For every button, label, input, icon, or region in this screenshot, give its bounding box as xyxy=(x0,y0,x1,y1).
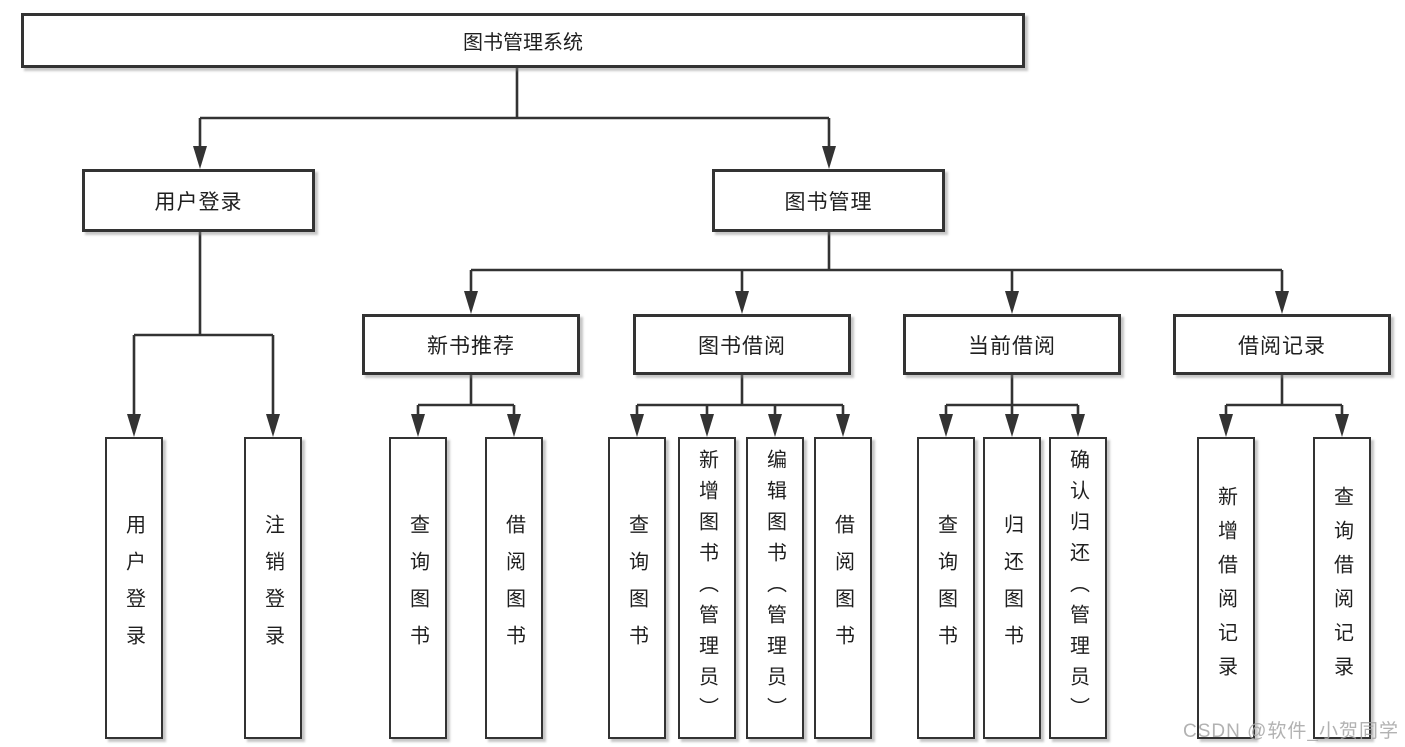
node-new-book-recommendation: 新书推荐 xyxy=(362,314,580,375)
node-label: 新增图书（管理员） xyxy=(695,448,718,728)
leaf-borrow-book-borrowing: 借阅图书 xyxy=(814,437,872,739)
node-user-login: 用户登录 xyxy=(82,169,315,232)
leaf-user-login: 用户登录 xyxy=(105,437,163,739)
node-label: 查询图书 xyxy=(406,514,429,662)
leaf-borrow-book-newrec: 借阅图书 xyxy=(485,437,543,739)
node-label: 当前借阅 xyxy=(968,334,1056,358)
leaf-return-book: 归还图书 xyxy=(983,437,1041,739)
node-label: 用户登录 xyxy=(122,514,145,662)
node-label: 查询图书 xyxy=(625,514,648,662)
leaf-add-book-admin: 新增图书（管理员） xyxy=(678,437,736,739)
node-label: 借阅图书 xyxy=(831,514,854,662)
node-label: 新书推荐 xyxy=(427,334,515,358)
node-label: 确认归还（管理员） xyxy=(1066,448,1089,728)
node-current-borrowing: 当前借阅 xyxy=(903,314,1121,375)
node-label: 借阅图书 xyxy=(502,514,525,662)
node-root-system: 图书管理系统 xyxy=(21,13,1025,68)
node-label: 借阅记录 xyxy=(1238,334,1326,358)
node-borrowing-records: 借阅记录 xyxy=(1173,314,1391,375)
node-label: 新增借阅记录 xyxy=(1214,486,1237,690)
leaf-add-borrow-record: 新增借阅记录 xyxy=(1197,437,1255,739)
node-label: 图书借阅 xyxy=(698,334,786,358)
leaf-query-book-newrec: 查询图书 xyxy=(389,437,447,739)
leaf-query-book-current: 查询图书 xyxy=(917,437,975,739)
leaf-edit-book-admin: 编辑图书（管理员） xyxy=(746,437,804,739)
leaf-query-book-borrowing: 查询图书 xyxy=(608,437,666,739)
node-label: 图书管理 xyxy=(784,190,873,214)
node-label: 图书管理系统 xyxy=(463,32,583,54)
node-book-borrowing: 图书借阅 xyxy=(633,314,851,375)
leaf-query-borrow-record: 查询借阅记录 xyxy=(1313,437,1371,739)
node-label: 注销登录 xyxy=(261,514,284,662)
leaf-logout: 注销登录 xyxy=(244,437,302,739)
leaf-confirm-return-admin: 确认归还（管理员） xyxy=(1049,437,1107,739)
node-label: 用户登录 xyxy=(154,190,243,214)
node-label: 查询借阅记录 xyxy=(1330,486,1353,690)
node-label: 查询图书 xyxy=(934,514,957,662)
csdn-watermark: CSDN @软件_小贺同学 xyxy=(1183,721,1399,742)
node-book-management: 图书管理 xyxy=(712,169,945,232)
node-label: 编辑图书（管理员） xyxy=(763,448,786,728)
node-label: 归还图书 xyxy=(1000,514,1023,662)
